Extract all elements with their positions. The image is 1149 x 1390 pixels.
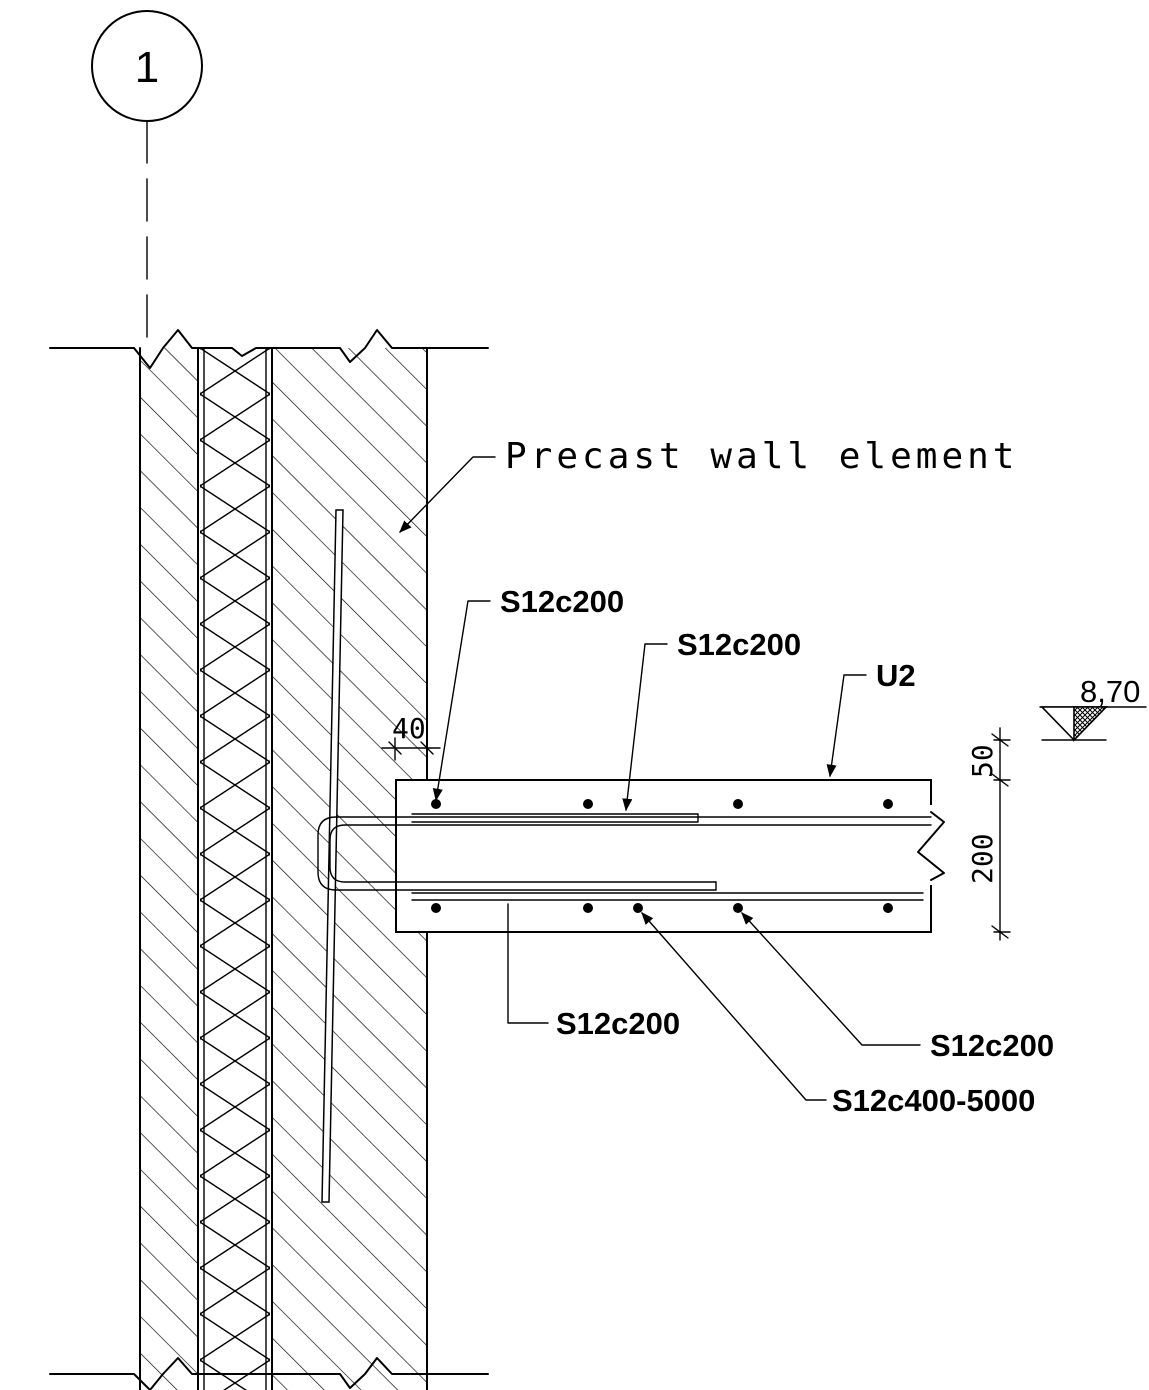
grid-marker-label: 1: [135, 43, 159, 92]
rebar-bottom-right-leader-line: [741, 912, 921, 1046]
stirrup-leader-line: [826, 674, 867, 778]
anchor-bar: [321, 509, 344, 1203]
rebar-dot: [583, 903, 593, 913]
rebar-dot: [431, 903, 441, 913]
stirrup-leader: U2: [826, 658, 916, 778]
level-value: 8,70: [1080, 674, 1140, 709]
rebar-top-left-leader: S12c200: [432, 584, 624, 802]
longitudinal-bars: [431, 799, 893, 913]
rebar-dot: [431, 799, 441, 809]
top-lap-bar-a: [411, 813, 699, 823]
level-marker: 8,70: [1039, 674, 1147, 742]
rebar-dot: [733, 799, 743, 809]
rebar-top-mid-label: S12c200: [677, 627, 801, 662]
grid-marker: 1: [91, 10, 203, 341]
rebar-top-mid-leader-line: [622, 643, 668, 812]
slab-break-mask: [929, 805, 959, 885]
rebar-bottom-left-leader-line: [507, 903, 549, 1024]
concrete-slab: [317, 779, 959, 933]
rebar-bottom-left-label: S12c200: [556, 1006, 680, 1041]
loop-bar-inner: [329, 824, 932, 883]
rebar-bottom-right-label: S12c200: [930, 1028, 1054, 1063]
break-line-top: [49, 329, 489, 369]
wall-label: Precast wall element: [505, 436, 1018, 477]
anchor-offset-value: 40: [392, 712, 426, 745]
rebar-top-left-leader-line: [432, 600, 491, 802]
rebar-dot: [883, 799, 893, 809]
slab-outline: [395, 779, 932, 933]
rebar-dot: [883, 903, 893, 913]
break-line-bottom: [49, 1357, 489, 1390]
rebar-distribution-leader: S12c400-5000: [641, 912, 1035, 1118]
slab-thickness-value: 200: [966, 833, 999, 884]
rebar-top-left-label: S12c200: [500, 584, 624, 619]
stirrup-label: U2: [876, 658, 916, 693]
rebar-bottom-left-leader: S12c200: [507, 903, 680, 1041]
cover-top-value: 50: [966, 744, 999, 778]
rebar-bottom-right-leader: S12c200: [741, 912, 1054, 1063]
wall-leader-line: [399, 456, 496, 533]
rebar-distribution-leader-line: [641, 912, 827, 1101]
rebar-dot: [583, 799, 593, 809]
slab-break-line: [917, 811, 945, 881]
anchor-offset-dimension: 40: [381, 712, 441, 761]
level-triangle-fill: [1073, 706, 1108, 742]
wall-leader: Precast wall element: [399, 436, 1018, 533]
rebar-top-mid-leader: S12c200: [622, 627, 801, 812]
loop-bar-outer: [317, 816, 932, 891]
rebar-dot: [633, 903, 643, 913]
bottom-lap-bar-a: [411, 892, 924, 901]
slab-vertical-dimension: 50 200: [966, 727, 1011, 941]
outer-concrete-leaf: [140, 348, 198, 1390]
rebar-distribution-label: S12c400-5000: [832, 1083, 1035, 1118]
rebar-dot: [733, 903, 743, 913]
insulation-layer: [200, 348, 270, 1390]
